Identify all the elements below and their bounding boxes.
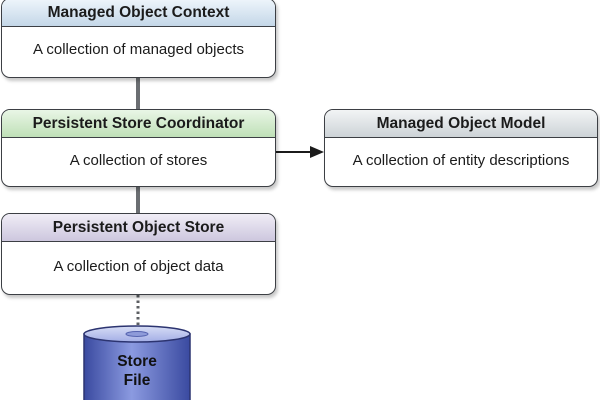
persistent-store-coordinator-description: A collection of stores (69, 152, 208, 169)
managed-object-model-title: Managed Object Model (325, 110, 597, 138)
store-file-label-line1: Store (117, 353, 157, 370)
managed-object-context-title: Managed Object Context (2, 0, 275, 27)
persistent-store-coordinator-box: Persistent Store Coordinator A collectio… (1, 109, 276, 187)
managed-object-context-description: A collection of managed objects (33, 41, 244, 58)
persistent-object-store-description: A collection of object data (53, 258, 224, 275)
arrowhead-icon (310, 146, 324, 158)
managed-object-model-box: Managed Object Model A collection of ent… (324, 109, 598, 187)
persistent-object-store-title: Persistent Object Store (2, 214, 275, 242)
persistent-object-store-box: Persistent Object Store A collection of … (1, 213, 276, 295)
managed-object-model-description: A collection of entity descriptions (352, 152, 570, 169)
store-file-cylinder-icon (83, 325, 191, 400)
managed-object-context-box: Managed Object Context A collection of m… (1, 0, 276, 78)
store-file-label-line2: File (123, 372, 151, 389)
persistent-store-coordinator-title: Persistent Store Coordinator (2, 110, 275, 138)
